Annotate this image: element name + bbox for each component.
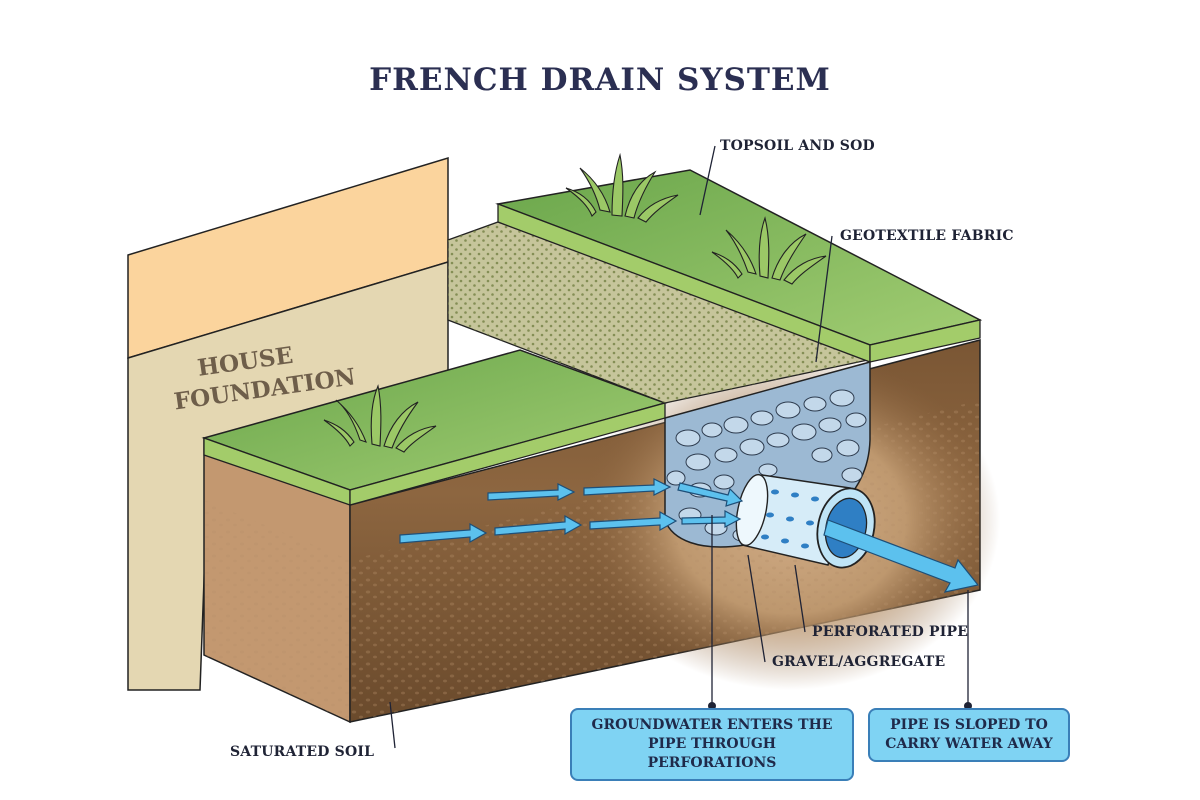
arrow-3 (589, 510, 678, 532)
leader-lines (389, 145, 969, 749)
arrow-1 (399, 522, 488, 544)
leader-perforated-pipe (794, 564, 806, 633)
callout-sloped-line-1: PIPE IS SLOPED TO (890, 717, 1048, 733)
arrow-2 (494, 514, 583, 536)
leader-gravel (747, 554, 766, 663)
groundwater-arrows (399, 478, 980, 593)
label-gravel: GRAVEL/AGGREGATE (772, 654, 946, 670)
callout-sloped-line-2: CARRY WATER AWAY (885, 736, 1053, 752)
arrow-6 (677, 482, 744, 507)
arrow-7 (681, 510, 742, 528)
leader-topsoil (699, 145, 716, 216)
label-topsoil: TOPSOIL AND SOD (720, 138, 875, 154)
label-perforated-pipe: PERFORATED PIPE (812, 624, 969, 640)
geotextile-fabric (447, 221, 871, 404)
diagram-title: FRENCH DRAIN SYSTEM (369, 62, 831, 98)
outflow-arrow (823, 519, 980, 593)
arrow-4 (487, 483, 576, 501)
leader-saturated-soil (389, 701, 396, 749)
arrow-5 (583, 478, 672, 496)
callout-groundwater-line-1: GROUNDWATER ENTERS THE (591, 717, 833, 733)
grass-strip-left (201, 349, 668, 506)
label-geotextile: GEOTEXTILE FABRIC (840, 228, 1014, 244)
callout-groundwater-line-2: PIPE THROUGH PERFORATIONS (647, 736, 777, 771)
label-saturated-soil: SATURATED SOIL (230, 744, 375, 760)
leader-geotextile (815, 235, 833, 363)
callout-groundwater: GROUNDWATER ENTERS THE PIPE THROUGH PERF… (570, 708, 854, 781)
callout-sloped: PIPE IS SLOPED TO CARRY WATER AWAY (868, 708, 1070, 762)
grass-tufts (323, 152, 827, 453)
